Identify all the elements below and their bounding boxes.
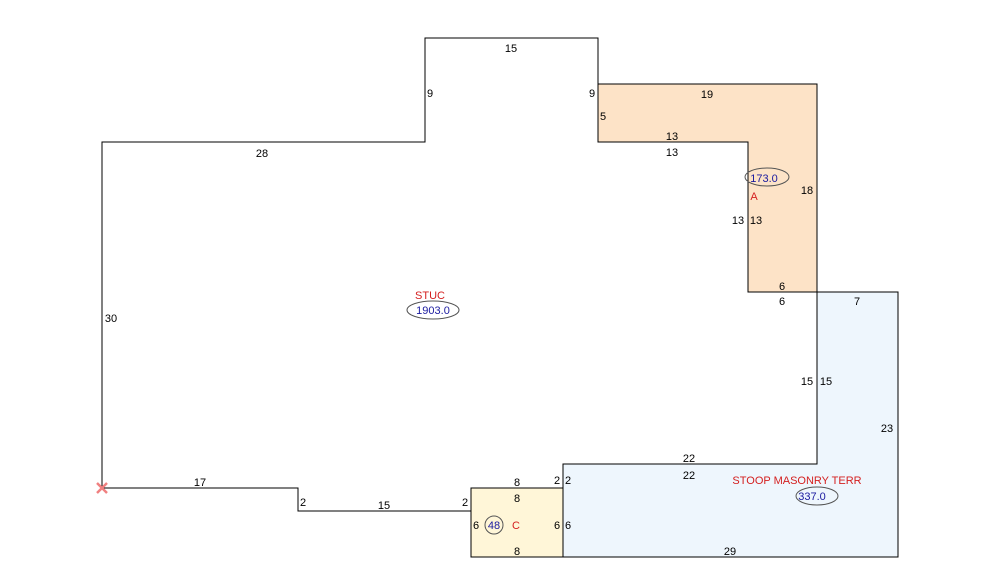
stoop-area-polygon[interactable]: [562, 291, 899, 558]
dim-stoop-bottom: 29: [724, 546, 736, 558]
dim-main-a-left: 13: [732, 215, 744, 227]
main-area-value-ellipse: [406, 300, 460, 320]
dim-main-top-left: 28: [256, 148, 268, 160]
dim-a-inner-left: 13: [750, 215, 762, 227]
dim-main-c-top: 8: [514, 477, 520, 489]
dim-c-bottom: 8: [514, 546, 520, 558]
dim-stoop-inner-top: 22: [683, 470, 695, 482]
dim-a-top: 19: [701, 89, 713, 101]
area-c-value-ellipse: [484, 515, 504, 535]
area-c-label-group[interactable]: 48 C: [484, 515, 520, 535]
dim-a-right: 18: [801, 185, 813, 197]
area-c-label: C: [512, 520, 520, 532]
dim-main-a-top: 13: [666, 147, 678, 159]
main-area-value: 1903.0: [416, 305, 450, 317]
dim-main-left: 30: [105, 313, 117, 325]
stoop-area-value-ellipse: [795, 486, 839, 506]
area-a-label-group[interactable]: 173.0 A: [744, 167, 790, 203]
dim-main-notch-rise: 2: [462, 497, 468, 509]
dim-main-top-step: 15: [505, 43, 517, 55]
dim-stoop-left: 6: [565, 520, 571, 532]
area-c-value: 48: [488, 520, 500, 532]
dim-main-stoop-left: 15: [801, 376, 813, 388]
dim-c-left: 6: [473, 520, 479, 532]
main-area-polygon[interactable]: [101, 37, 818, 512]
area-a-polygon[interactable]: [597, 83, 818, 293]
area-a-label: A: [750, 191, 758, 203]
dim-a-left: 5: [600, 111, 606, 123]
dim-main-stoop-top: 22: [683, 453, 695, 465]
dim-stoop-right: 23: [881, 423, 893, 435]
dim-main-notch-bottom: 15: [378, 500, 390, 512]
dim-main-c-right-top: 2: [554, 475, 560, 487]
dim-main-step-left: 9: [427, 88, 433, 100]
dim-c-right: 6: [554, 520, 560, 532]
main-area-label: STUC: [415, 290, 445, 302]
dim-a-bottom: 6: [779, 281, 785, 293]
dim-stoop-inner-left: 15: [820, 376, 832, 388]
area-a-value-ellipse: [744, 167, 790, 187]
dim-a-inner-top: 13: [666, 131, 678, 143]
dim-main-a-bottom: 6: [779, 296, 785, 308]
dim-stoop-notch: 2: [565, 475, 571, 487]
stoop-area-label-group[interactable]: STOOP MASONRY TERR 337.0: [732, 475, 862, 506]
dim-main-bottom-left: 17: [194, 477, 206, 489]
area-a-value: 173.0: [750, 173, 778, 185]
stoop-area-value: 337.0: [798, 491, 826, 503]
dim-main-step-right: 9: [589, 88, 595, 100]
dim-main-notch-drop: 2: [300, 497, 306, 509]
dim-c-top: 8: [514, 493, 520, 505]
start-point-x-icon: [96, 482, 108, 494]
stoop-area-label: STOOP MASONRY TERR: [732, 475, 861, 487]
main-area-label-group[interactable]: STUC 1903.0: [406, 290, 460, 320]
dim-stoop-top: 7: [854, 296, 860, 308]
